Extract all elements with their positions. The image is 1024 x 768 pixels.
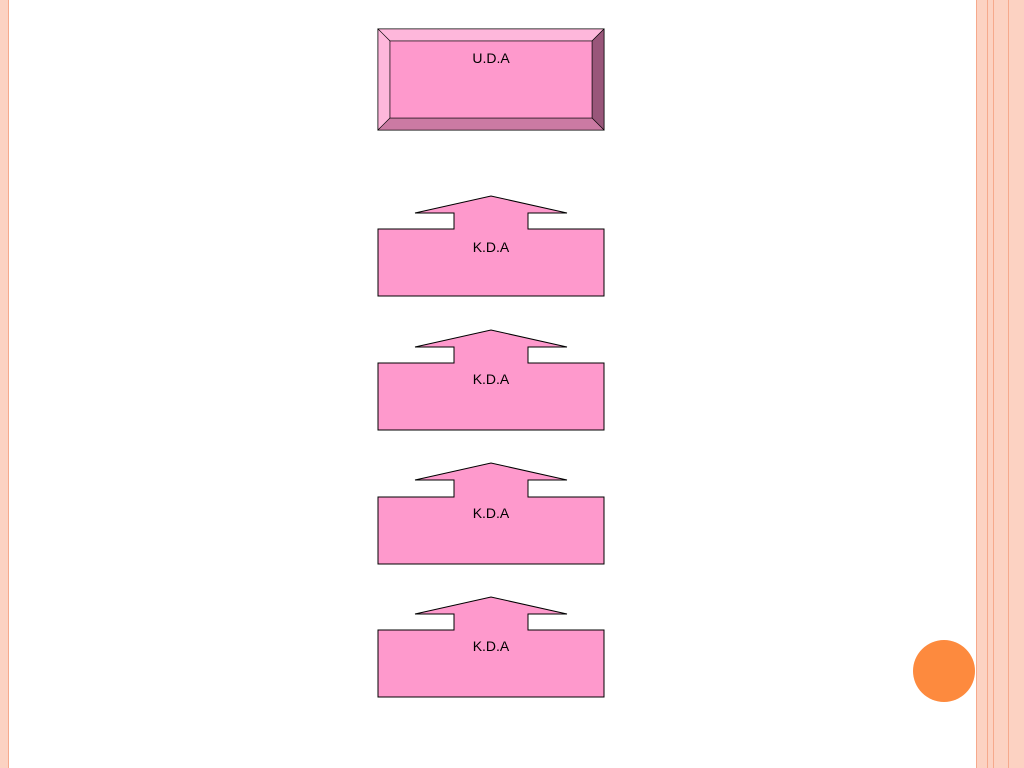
top-box: U.D.A [377,28,605,131]
arrow-callout-label: K.D.A [473,239,510,255]
arrow-callout-2: K.D.A [377,329,605,431]
arrow-callout-label: K.D.A [473,371,510,387]
right-border-line [987,0,988,768]
right-border-stripe [994,0,1024,768]
arrow-callout-3: K.D.A [377,462,605,565]
left-border-stripe [0,0,8,768]
right-border-stripe [988,0,993,768]
top-box-label: U.D.A [472,50,510,66]
left-border-line [8,0,9,768]
right-border-stripe [977,0,987,768]
right-border-line [976,0,977,768]
arrow-callout-label: K.D.A [473,505,510,521]
arrow-callout-1: K.D.A [377,195,605,297]
decorative-orange-circle [913,640,975,702]
right-border-line [1008,0,1009,768]
right-border-line [993,0,994,768]
arrow-callout-label: K.D.A [473,638,510,654]
arrow-callout-4: K.D.A [377,596,605,698]
